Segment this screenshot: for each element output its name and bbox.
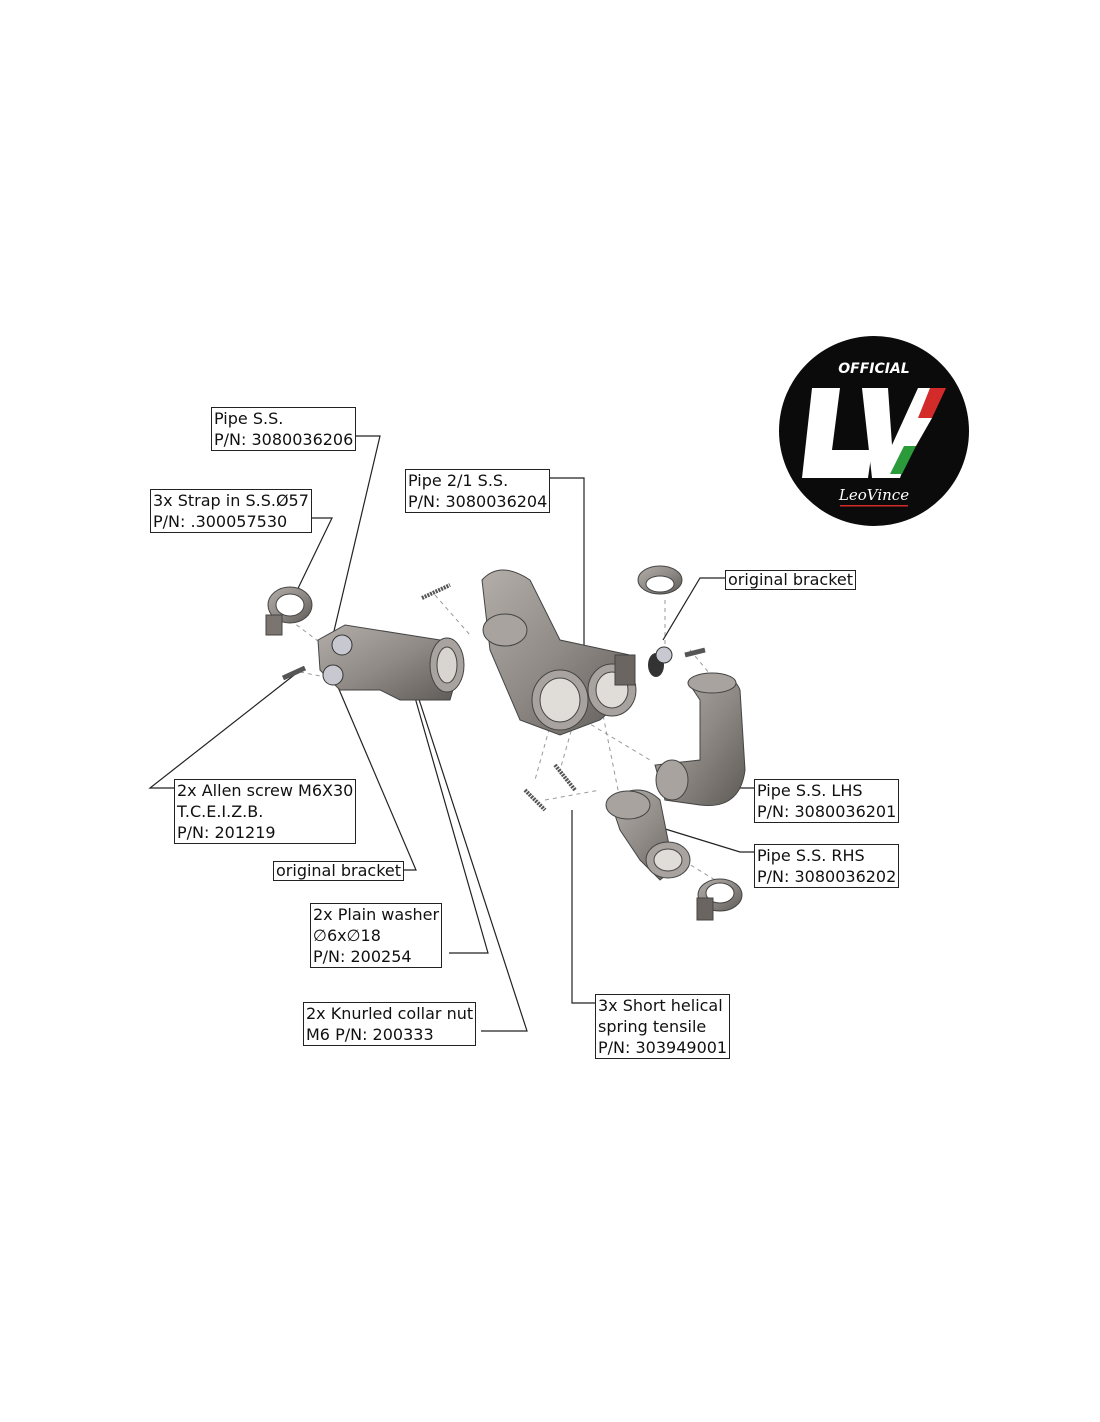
label-text: original bracket [276, 861, 402, 880]
springs-lower [523, 763, 577, 812]
label-text: Pipe S.S. RHS [757, 846, 865, 865]
label-text: 3x Short helical [598, 996, 723, 1015]
label-text: T.C.E.I.Z.B. [177, 802, 264, 821]
allen-screw [281, 665, 307, 681]
svg-text:OFFICIAL: OFFICIAL [838, 361, 909, 377]
part-number: P/N: 303949001 [598, 1038, 728, 1057]
part-number: P/N: 201219 [177, 823, 276, 842]
bracket-washers-right [648, 646, 706, 677]
label-knurled-nut: 2x Knurled collar nut M6 P/N: 200333 [303, 1002, 477, 1046]
pipe-ss-rhs [605, 789, 691, 881]
label-original-bracket-right: original bracket [725, 570, 857, 590]
pipe-ss-front [317, 624, 465, 701]
leader-lines [148, 435, 754, 1032]
label-text: Pipe 2/1 S.S. [408, 471, 509, 490]
part-number: P/N: 3080036206 [214, 430, 354, 449]
svg-text:LeoVince: LeoVince [838, 486, 909, 504]
label-text: original bracket [728, 570, 854, 589]
pipe-ss-lhs [654, 672, 746, 807]
part-number: P/N: 3080036201 [757, 802, 897, 821]
pipe-2-1-collector [481, 569, 637, 736]
label-text: 2x Plain washer [313, 905, 440, 924]
part-number: M6 P/N: 200333 [306, 1025, 434, 1044]
strap-clamp-bottom [696, 878, 743, 921]
label-text: 2x Allen screw M6X30 [177, 781, 354, 800]
label-text: spring tensile [598, 1017, 707, 1036]
label-pipe-rhs: Pipe S.S. RHS P/N: 3080036202 [754, 844, 900, 888]
part-number: P/N: .300057530 [153, 512, 288, 531]
label-text: Pipe S.S. [214, 409, 284, 428]
label-text: Pipe S.S. LHS [757, 781, 863, 800]
leovince-official-logo: OFFICIAL LeoVince [779, 336, 969, 526]
part-number: P/N: 3080036202 [757, 867, 897, 886]
label-pipe-2-1: Pipe 2/1 S.S. P/N: 3080036204 [405, 469, 551, 513]
part-number: P/N: 3080036204 [408, 492, 548, 511]
label-text: 2x Knurled collar nut [306, 1004, 474, 1023]
label-pipe-ss: Pipe S.S. P/N: 3080036206 [211, 407, 357, 451]
label-text: ∅6x∅18 [313, 926, 381, 945]
spring [421, 583, 451, 600]
part-number: P/N: 200254 [313, 947, 412, 966]
strap-clamp-left [265, 586, 313, 636]
label-pipe-lhs: Pipe S.S. LHS P/N: 3080036201 [754, 779, 900, 823]
strap-clamp-right-top [637, 565, 683, 595]
label-text: 3x Strap in S.S.Ø57 [153, 491, 309, 510]
label-original-bracket-left: original bracket [273, 861, 405, 881]
